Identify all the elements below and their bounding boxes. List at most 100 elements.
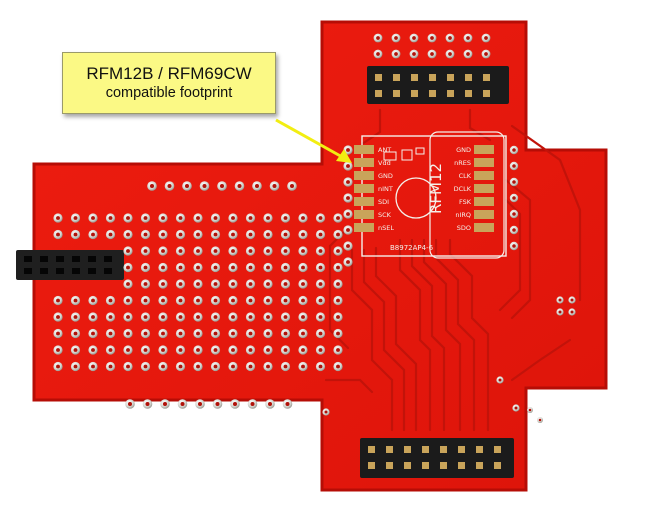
rfm-footprint xyxy=(361,131,507,259)
drill-hole xyxy=(318,282,323,286)
drill-hole xyxy=(336,282,340,286)
drill-hole xyxy=(91,348,95,352)
rfm-right-pad xyxy=(474,197,494,206)
drill-hole xyxy=(346,260,350,264)
drill-hole xyxy=(231,232,235,237)
drill-hole xyxy=(231,348,235,352)
drill-hole xyxy=(196,364,200,369)
drill-hole xyxy=(248,348,253,352)
callout-line-2: compatible footprint xyxy=(105,85,233,101)
drill-hole xyxy=(512,180,516,184)
rfm-left-pad xyxy=(354,197,374,206)
drill-hole xyxy=(126,348,130,352)
drill-hole xyxy=(197,401,203,407)
drill-hole xyxy=(196,331,200,336)
pin-label: GND xyxy=(456,146,471,154)
drill-hole xyxy=(184,183,190,189)
drill-hole xyxy=(318,298,323,303)
drill-hole xyxy=(126,331,130,336)
drill-hole xyxy=(127,401,133,407)
pin-label: CLK xyxy=(459,172,472,180)
pin-label: Vdd xyxy=(378,159,391,167)
drill-hole xyxy=(336,265,340,270)
drill-hole xyxy=(512,212,516,216)
drill-hole xyxy=(484,36,488,40)
bottom-header-pins xyxy=(368,446,501,469)
drill-hole xyxy=(213,249,218,253)
pin-label: FSK xyxy=(459,198,472,206)
drill-hole xyxy=(126,298,130,303)
drill-hole xyxy=(283,232,288,237)
drill-hole xyxy=(213,282,218,286)
drill-hole xyxy=(145,401,150,407)
drill-hole xyxy=(178,364,183,369)
drill-hole xyxy=(161,282,165,286)
drill-hole xyxy=(301,232,305,237)
rfm-left-pad xyxy=(354,223,374,232)
drill-hole xyxy=(91,216,95,220)
left-female-header-sockets xyxy=(24,256,112,274)
drill-hole xyxy=(91,315,95,319)
drill-hole xyxy=(301,348,305,352)
drill-hole xyxy=(528,408,532,412)
drill-hole xyxy=(283,315,288,319)
drill-hole xyxy=(126,364,130,369)
drill-hole xyxy=(178,315,183,319)
pin-label: nINT xyxy=(378,185,393,193)
drill-hole xyxy=(143,331,148,336)
drill-hole xyxy=(430,36,434,40)
drill-hole xyxy=(266,249,270,253)
drill-hole xyxy=(283,348,288,352)
drill-hole xyxy=(196,249,200,253)
drill-hole xyxy=(231,265,235,270)
drill-hole xyxy=(498,378,502,382)
drill-hole xyxy=(412,52,416,56)
drill-hole xyxy=(73,216,78,220)
drill-hole xyxy=(336,348,340,352)
pcb-outline xyxy=(32,20,608,492)
rfm-left-pad xyxy=(354,184,374,193)
drill-hole xyxy=(318,348,323,352)
drill-hole xyxy=(73,315,78,319)
drill-hole xyxy=(285,401,290,407)
rfm-right-pad xyxy=(474,223,494,232)
drill-hole xyxy=(56,298,60,303)
rfm-left-pad xyxy=(354,210,374,219)
drill-hole xyxy=(161,315,165,319)
drill-hole xyxy=(301,216,305,220)
drill-hole xyxy=(336,232,340,237)
drill-hole xyxy=(196,282,200,286)
drill-hole xyxy=(56,216,60,220)
drill-hole xyxy=(73,331,78,336)
drill-hole xyxy=(248,315,253,319)
drill-hole xyxy=(56,331,60,336)
callout-arrow xyxy=(275,118,352,163)
drill-hole xyxy=(301,315,305,319)
drill-hole xyxy=(346,244,350,248)
drill-hole xyxy=(56,364,60,369)
drill-hole xyxy=(143,232,148,237)
drill-hole xyxy=(267,401,273,407)
module-name-label: RFM12 xyxy=(427,163,445,214)
drill-hole xyxy=(283,298,288,303)
drill-hole xyxy=(108,364,113,369)
drill-hole xyxy=(56,315,60,319)
drill-hole xyxy=(512,164,516,168)
drill-hole xyxy=(108,331,113,336)
drill-hole xyxy=(301,282,305,286)
drill-hole xyxy=(161,348,165,352)
drill-hole xyxy=(237,183,242,189)
drill-hole xyxy=(514,406,518,410)
drill-hole xyxy=(512,196,516,200)
drill-hole xyxy=(318,232,323,237)
drill-hole xyxy=(318,249,323,253)
drill-hole xyxy=(143,364,148,369)
drill-hole xyxy=(161,364,165,369)
drill-hole xyxy=(250,401,255,407)
drill-hole xyxy=(178,331,183,336)
drill-hole xyxy=(73,348,78,352)
pin-label: SCK xyxy=(378,211,392,219)
drill-hole xyxy=(448,52,452,56)
drill-hole xyxy=(266,298,270,303)
drill-hole xyxy=(196,298,200,303)
